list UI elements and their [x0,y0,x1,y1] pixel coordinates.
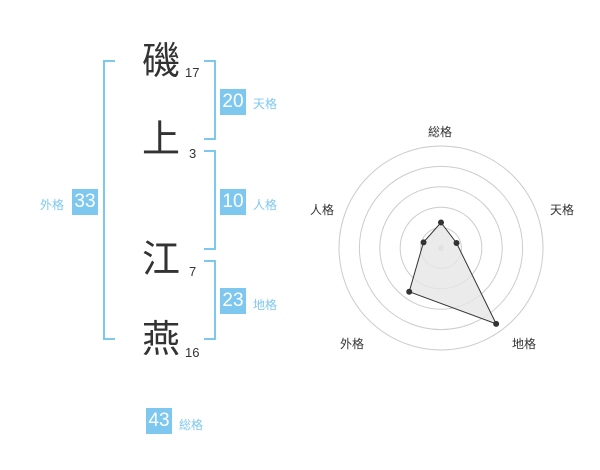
radar-point-0 [438,219,444,226]
radar-axis-label-soukaku: 総格 [428,125,453,139]
name-char-2: 上 [142,117,181,161]
radar-points [406,219,500,327]
soukaku-label: 総格 [179,418,204,432]
radar-ring-5 [338,145,544,351]
gaikaku-value: 33 [72,189,98,215]
tenkaku-label: 天格 [253,97,278,111]
soukaku-value: 43 [146,408,172,434]
radar-axis-label-gaikaku: 外格 [340,337,365,351]
radar-ring-4 [358,165,524,331]
radar-point-3 [406,288,413,295]
tenkaku-bracket [204,60,216,140]
jinkaku-value: 10 [220,189,246,215]
tenkaku-value: 20 [220,89,246,115]
radar-area [408,221,498,325]
radar-axis-label-jinkaku: 人格 [310,203,335,217]
chikaku-value: 23 [220,288,246,314]
stroke-count-4: 16 [185,345,200,360]
radar-point-2 [493,320,500,327]
jinkaku-label: 人格 [253,198,278,212]
radar-ring-3 [379,186,503,310]
radar-axis-label-chikaku: 地格 [512,337,537,351]
gaikaku-bracket [103,60,115,340]
jinkaku-bracket [204,150,216,250]
radar-rings [338,145,544,351]
chikaku-bracket [204,260,216,340]
name-char-3: 江 [142,237,181,281]
radar-point-1 [453,239,460,246]
stroke-count-1: 17 [185,65,200,80]
name-char-1: 磯 [142,39,181,83]
name-char-4: 燕 [142,317,181,361]
stroke-count-2: 3 [189,146,197,161]
chikaku-label: 地格 [253,298,278,312]
gaikaku-label: 外格 [40,198,65,212]
radar-point-4 [420,239,427,246]
radar-axis-label-tenkaku: 天格 [550,203,575,217]
stroke-count-3: 7 [189,264,197,279]
